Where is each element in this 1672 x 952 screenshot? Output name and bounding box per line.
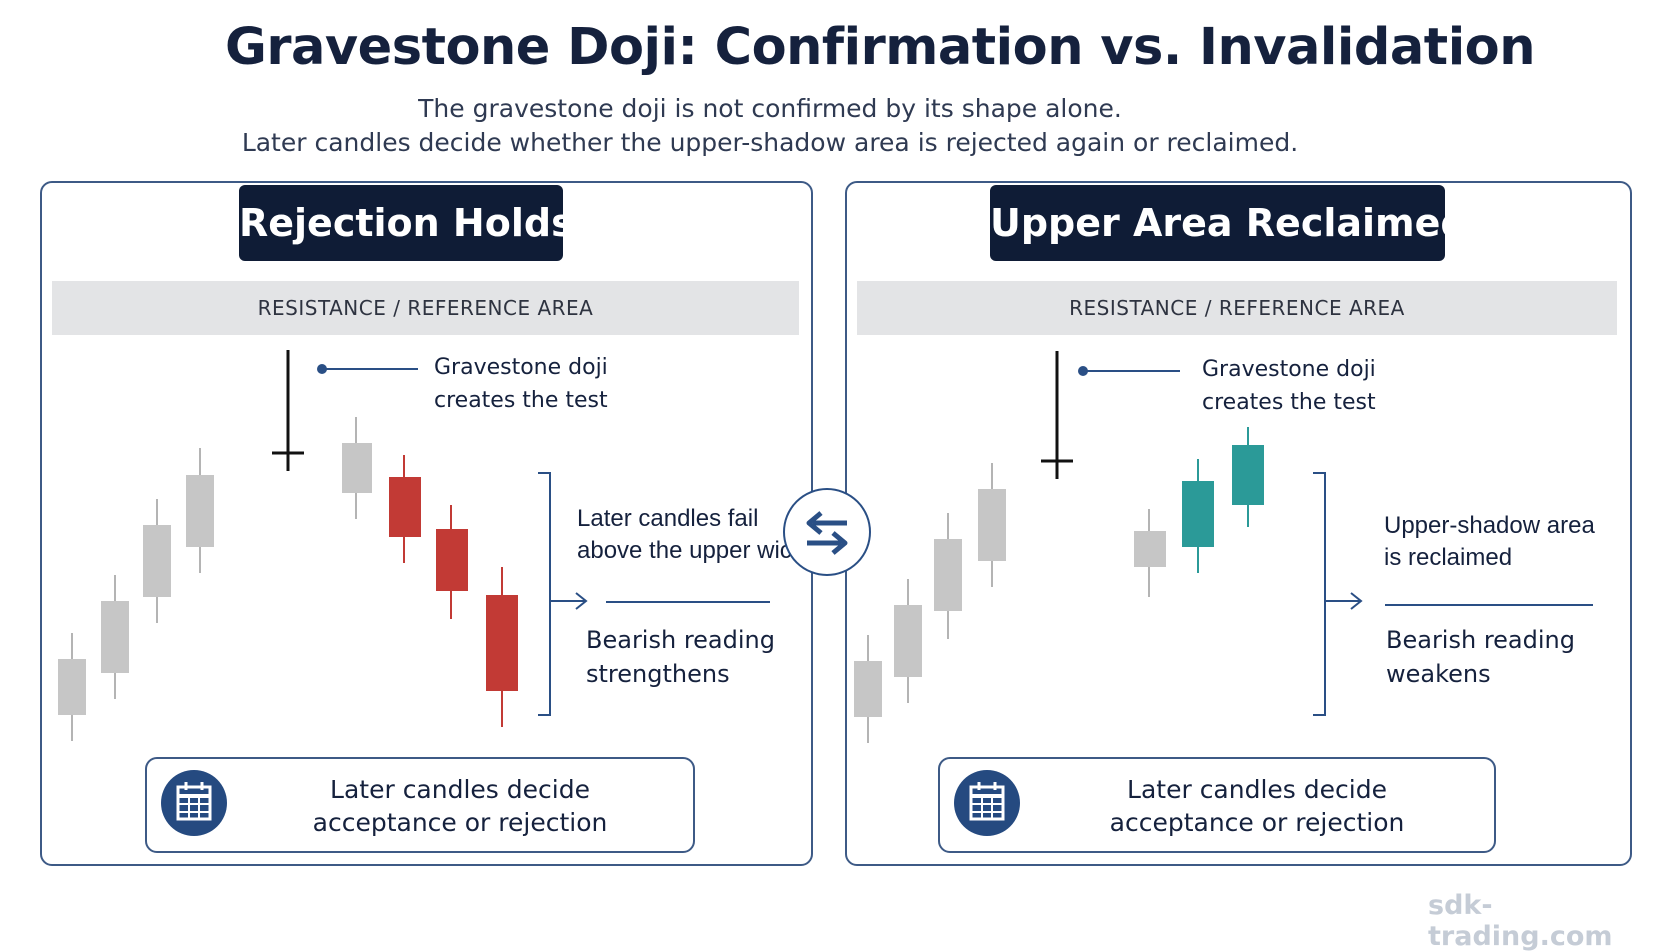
calendar-icon [161, 770, 227, 836]
panel-heading: Rejection Holds [239, 185, 574, 261]
bracket-label-line-1: Upper-shadow area [1384, 512, 1595, 539]
rising-candle [934, 513, 962, 639]
doji-label: Gravestone doji creates the test [1202, 353, 1376, 419]
rejection-holds-panel: Rejection Holds RESISTANCE / REFERENCE A… [40, 181, 813, 866]
outcome-label: Bearish reading weakens [1386, 623, 1575, 691]
bullish-candle [1232, 427, 1264, 527]
footer-line-2: acceptance or rejection [1109, 808, 1405, 837]
right-candle-chart [854, 351, 1593, 743]
footer-line-2: acceptance or rejection [312, 808, 608, 837]
bracket-label-line-1: Later candles fail [577, 505, 759, 532]
bracket [1313, 472, 1326, 716]
bracket-label-line-2: above the upper wick [577, 537, 804, 564]
outcome-line-2: weakens [1386, 660, 1491, 688]
doji-label-line-1: Gravestone doji [434, 355, 608, 380]
rising-candle [58, 633, 86, 741]
footer-text: Later candles decide acceptance or rejec… [247, 773, 673, 839]
bullish-candle [1182, 459, 1214, 573]
gravestone-doji-candle [272, 350, 304, 471]
page-subtitle: The gravestone doji is not confirmed by … [0, 92, 1540, 160]
rising-candle [143, 499, 171, 623]
footer-text: Later candles decide acceptance or rejec… [1040, 773, 1474, 839]
rising-candle [894, 579, 922, 703]
outcome-line-1: Bearish reading [586, 626, 775, 654]
doji-label-line-1: Gravestone doji [1202, 357, 1376, 382]
outcome-line-2: strengthens [586, 660, 730, 688]
panel-heading: Upper Area Reclaimed [990, 185, 1468, 261]
doji-label-line-2: creates the test [1202, 390, 1376, 415]
upper-area-reclaimed-panel: Upper Area Reclaimed RESISTANCE / REFERE… [845, 181, 1632, 866]
subtitle-line-2: Later candles decide whether the upper-s… [241, 128, 1299, 157]
outcome-label: Bearish reading strengthens [586, 623, 775, 691]
rising-candle [101, 575, 129, 699]
bracket [538, 472, 551, 716]
rising-candle [186, 448, 214, 573]
doji-pointer-line [317, 364, 418, 374]
bracket-label: Upper-shadow area is reclaimed [1384, 510, 1595, 574]
doji-label-line-2: creates the test [434, 388, 608, 413]
footer-note: Later candles decide acceptance or rejec… [938, 757, 1496, 853]
bearish-candle [486, 567, 518, 727]
subtitle-line-1: The gravestone doji is not confirmed by … [418, 94, 1122, 123]
bearish-candle [436, 505, 468, 619]
calendar-icon [954, 770, 1020, 836]
swap-arrows-icon [783, 488, 871, 576]
rising-candle [978, 463, 1006, 587]
page-title: Gravestone Doji: Confirmation vs. Invali… [224, 18, 1536, 77]
doji-pointer-line [1078, 366, 1180, 376]
footer-line-1: Later candles decide [330, 775, 590, 804]
resistance-band: RESISTANCE / REFERENCE AREA [52, 281, 799, 335]
left-candle-chart [58, 350, 770, 741]
doji-label: Gravestone doji creates the test [434, 351, 608, 417]
watermark: sdk-trading.com [1428, 890, 1613, 952]
bearish-candle [389, 455, 421, 563]
outcome-line-1: Bearish reading [1386, 626, 1575, 654]
outcome-arrow [550, 592, 588, 610]
footer-note: Later candles decide acceptance or rejec… [145, 757, 695, 853]
footer-line-1: Later candles decide [1127, 775, 1387, 804]
rising-candle [854, 635, 882, 743]
resistance-band: RESISTANCE / REFERENCE AREA [857, 281, 1617, 335]
outcome-arrow [1325, 592, 1363, 610]
neutral-candle [342, 417, 372, 519]
gravestone-doji-candle [1041, 351, 1073, 479]
bracket-label-line-2: is reclaimed [1384, 544, 1513, 571]
bracket-label: Later candles fail above the upper wick [577, 503, 804, 567]
neutral-candle [1134, 509, 1166, 597]
